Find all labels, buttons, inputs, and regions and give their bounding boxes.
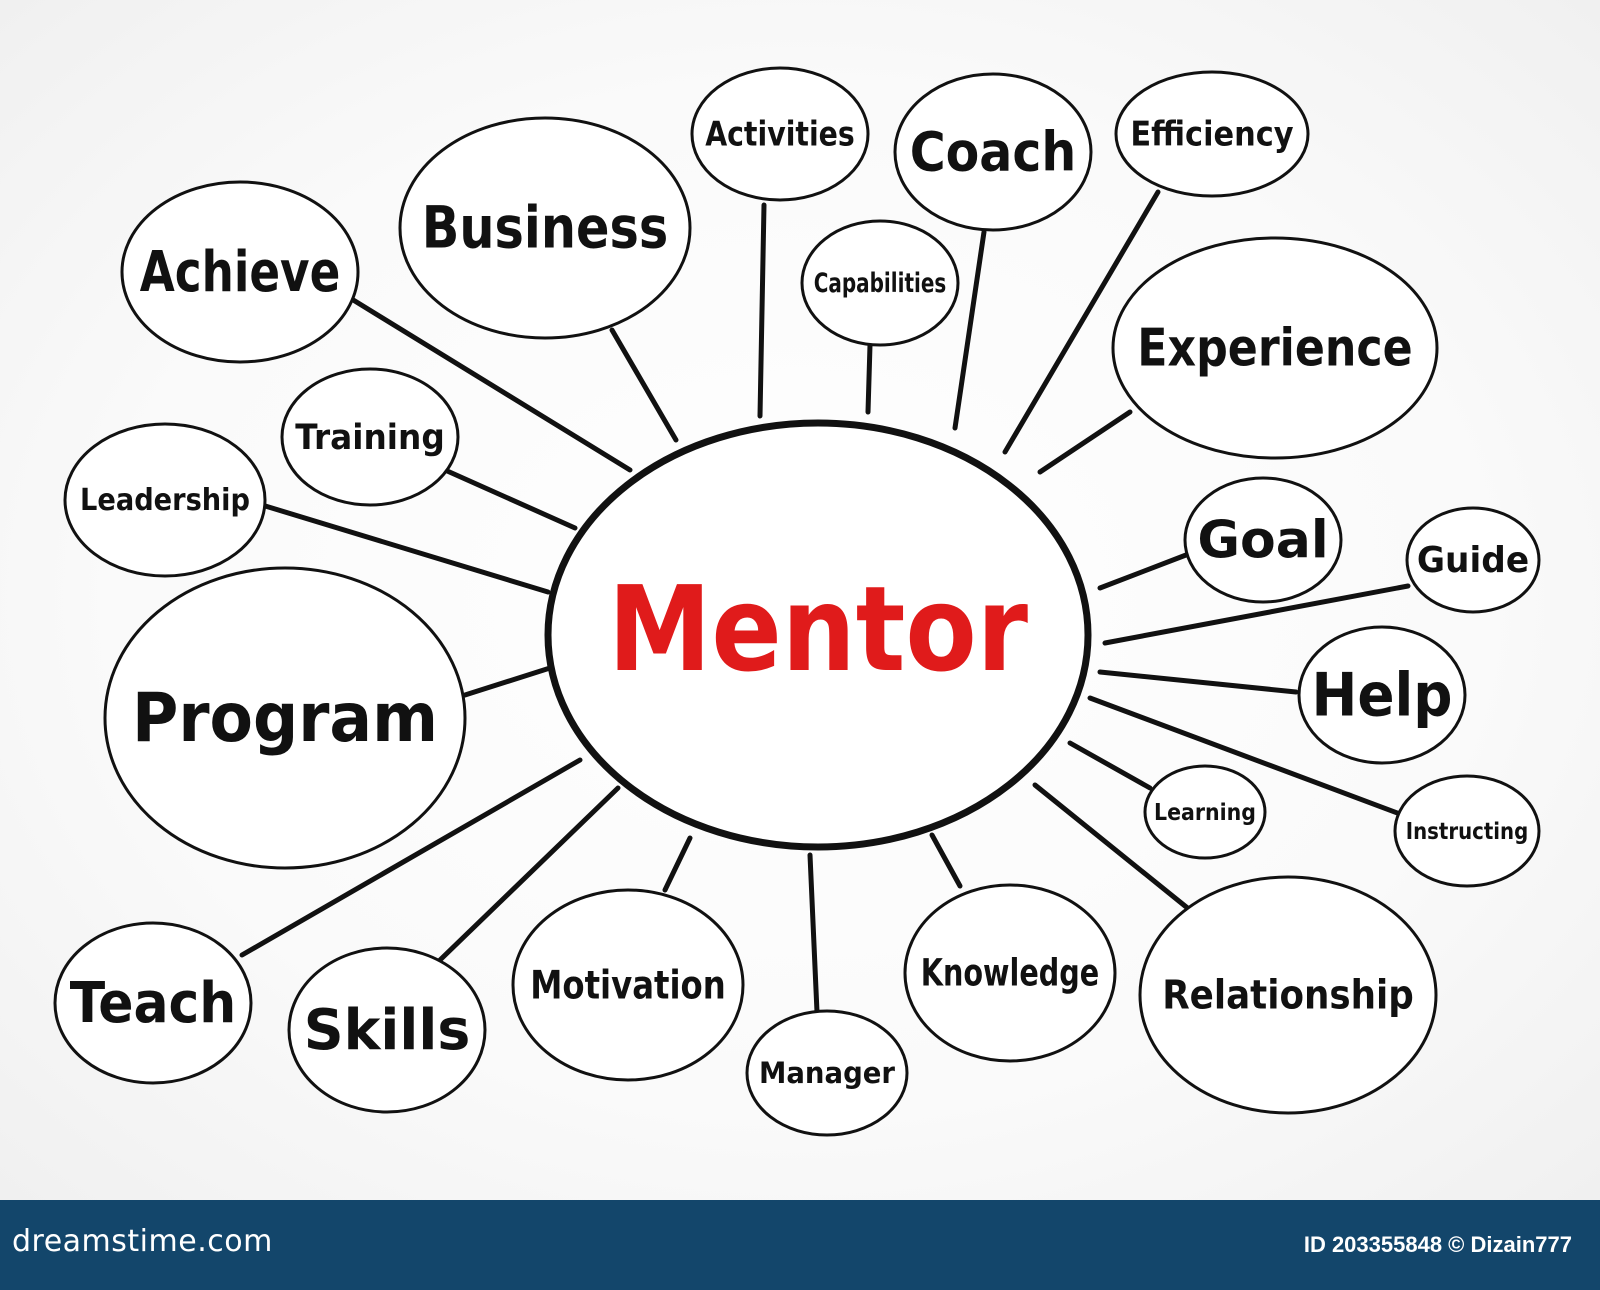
node-motivation: Motivation [511,888,745,1082]
node-relationship: Relationship [1138,875,1438,1115]
label-instructing: Instructing [1406,819,1528,845]
bubble-goal [1183,476,1343,604]
bubble-guide [1405,506,1541,614]
bubble-instructing [1393,774,1541,888]
connector-capabilities [865,342,873,415]
connector-instructing [1087,695,1403,817]
connector-lines [239,189,1411,1015]
connector-program [462,665,553,698]
diagram-canvas: Achieve Business Activities Coach Efficiency… [0,0,1600,1200]
bubble-relationship [1138,875,1438,1115]
center-bubble [544,419,1092,851]
label-business: Business [422,194,669,262]
footer-bar: dreamstime.com ID 203355848 © Dizain777 [0,1200,1600,1290]
bubble-teach [53,921,253,1085]
label-knowledge: Knowledge [921,952,1100,995]
node-instructing: Instructing [1393,774,1541,888]
label-manager: Manager [759,1056,896,1090]
node-experience: Experience [1111,236,1439,460]
connector-achieve [347,295,633,473]
label-efficiency: Efficiency [1130,115,1293,155]
bubble-business [398,116,692,340]
bubble-skills [287,946,487,1114]
node-coach: Coach [893,72,1093,232]
bubble-training [280,367,460,507]
bubble-efficiency [1114,70,1310,198]
connector-guide [1102,583,1411,646]
node-business: Business [398,116,692,340]
label-capabilities: Capabilities [814,268,947,299]
bubble-help [1297,625,1467,765]
bubble-coach [893,72,1093,232]
node-knowledge: Knowledge [903,883,1117,1063]
node-training: Training [280,367,460,507]
label-motivation: Motivation [530,963,726,1008]
label-help: Help [1311,660,1452,730]
node-teach: Teach [53,921,253,1085]
node-achieve: Achieve [120,180,360,364]
node-activities: Activities [690,66,870,202]
node-goal: Goal [1183,476,1343,604]
bubble-manager [745,1009,909,1137]
label-teach: Teach [70,971,237,1036]
label-guide: Guide [1417,540,1529,581]
node-efficiency: Efficiency [1114,70,1310,198]
bubble-capabilities [800,219,960,347]
connector-learning [1067,740,1153,791]
label-activities: Activities [705,115,855,155]
connector-experience [1037,409,1133,475]
connector-manager [807,852,820,1015]
connector-help [1097,669,1299,695]
node-leadership: Leadership [63,422,267,578]
connector-leadership [259,502,551,595]
node-program: Program [103,566,467,870]
label-experience: Experience [1137,319,1412,379]
label-learning: Learning [1154,800,1256,826]
connector-skills [437,785,621,963]
center-node: Mentor [544,419,1092,851]
connector-activities [757,202,767,419]
connector-goal [1097,552,1189,591]
connector-coach [952,229,987,431]
connector-motivation [662,835,693,893]
bubble-experience [1111,236,1439,460]
label-relationship: Relationship [1162,973,1414,1019]
footer-credit: ID 203355848 © Dizain777 [1303,1232,1572,1257]
bubble-program [103,566,467,870]
connector-teach [239,757,583,958]
node-capabilities: Capabilities [800,219,960,347]
connector-relationship [1032,782,1193,913]
connector-efficiency [1002,189,1161,455]
node-bubbles: Achieve Business Activities Coach Efficiency… [53,66,1541,1137]
bubble-motivation [511,888,745,1082]
center-label: Mentor [608,560,1028,698]
node-skills: Skills [287,946,487,1114]
label-leadership: Leadership [80,483,250,518]
label-skills: Skills [304,998,471,1063]
bubble-activities [690,66,870,202]
bubble-knowledge [903,883,1117,1063]
mind-map-diagram: Achieve Business Activities Coach Efficiency… [53,66,1541,1137]
bubble-leadership [63,422,267,578]
node-learning: Learning [1143,764,1267,860]
footer-brand: dreamstime.com [12,1224,273,1259]
connector-business [609,327,679,443]
label-goal: Goal [1197,511,1328,571]
connector-knowledge [929,832,963,889]
label-program: Program [132,679,438,758]
node-guide: Guide [1405,506,1541,614]
node-manager: Manager [745,1009,909,1137]
bubble-achieve [120,180,360,364]
node-help: Help [1297,625,1467,765]
label-training: Training [295,418,445,458]
label-achieve: Achieve [140,240,341,305]
label-coach: Coach [910,120,1077,183]
bubble-learning [1143,764,1267,860]
connector-training [442,467,578,531]
